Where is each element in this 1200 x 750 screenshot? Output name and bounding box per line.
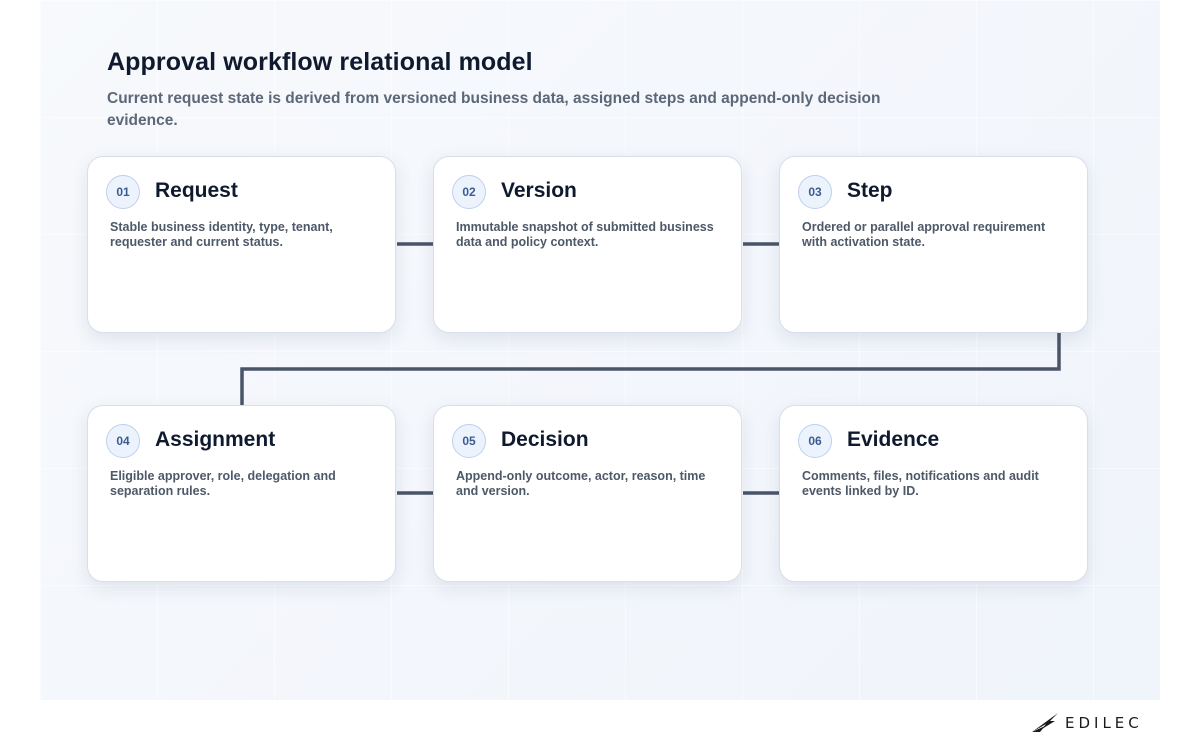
step-number-badge: 02 <box>452 175 486 209</box>
step-number-badge: 05 <box>452 424 486 458</box>
step-number-badge: 06 <box>798 424 832 458</box>
card-title: Version <box>501 179 577 202</box>
card-description: Eligible approver, role, delegation and … <box>110 469 336 498</box>
page-subtitle: Current request state is derived from ve… <box>107 90 881 129</box>
card-decision: 05 Decision Append-only outcome, actor, … <box>433 405 742 582</box>
card-title: Evidence <box>847 428 940 451</box>
card-step: 03 Step Ordered or parallel approval req… <box>779 156 1088 333</box>
card-title: Step <box>847 179 893 202</box>
card-description: Stable business identity, type, tenant, … <box>110 220 333 249</box>
diagram-canvas <box>40 0 1160 700</box>
card-evidence: 06 Evidence Comments, files, notificatio… <box>779 405 1088 582</box>
card-version: 02 Version Immutable snapshot of submitt… <box>433 156 742 333</box>
brand-logo: EDILEC <box>1031 711 1143 735</box>
card-assignment: 04 Assignment Eligible approver, role, d… <box>87 405 396 582</box>
card-description: Comments, files, notifications and audit… <box>802 469 1039 498</box>
card-description: Ordered or parallel approval requirement… <box>802 220 1046 249</box>
page-title: Approval workflow relational model <box>107 48 533 76</box>
card-description: Append-only outcome, actor, reason, time… <box>456 469 706 498</box>
card-title: Assignment <box>155 428 276 451</box>
connector-step-assignment <box>240 333 1061 405</box>
card-description: Immutable snapshot of submitted business… <box>456 220 714 249</box>
bird-wing-logo-icon <box>1032 713 1058 732</box>
card-title: Request <box>155 179 238 202</box>
card-request: 01 Request Stable business identity, typ… <box>87 156 396 333</box>
brand-logo-text: EDILEC <box>1065 714 1143 732</box>
step-number-badge: 03 <box>798 175 832 209</box>
step-number-badge: 04 <box>106 424 140 458</box>
step-number-badge: 01 <box>106 175 140 209</box>
card-title: Decision <box>501 428 589 451</box>
